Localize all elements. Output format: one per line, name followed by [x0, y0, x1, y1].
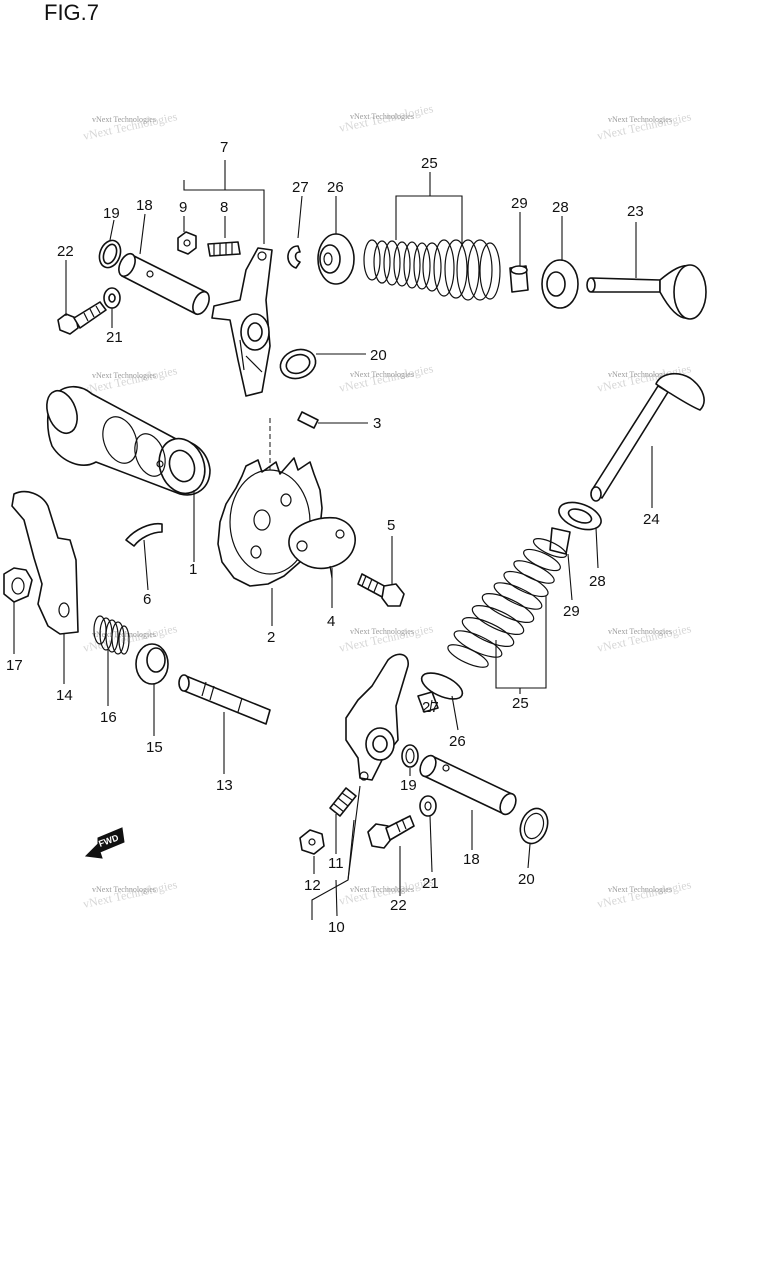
callout-17: 17	[6, 657, 23, 674]
callout-21-lower: 21	[422, 875, 439, 892]
watermark: vNext Technologies	[350, 370, 414, 379]
part-19-o-ring-upper	[98, 239, 122, 269]
callout-1: 1	[189, 561, 197, 578]
watermark: vNext Technologies	[608, 627, 672, 636]
part-10-rocker-arm-lower	[345, 653, 409, 781]
part-13-shaft	[178, 674, 271, 725]
callout-18-lower: 18	[463, 851, 480, 868]
callout-labels: 7 9 8 19 18 22 21 27 26 25 29 28 23 20 3…	[6, 139, 660, 936]
callout-26-lower: 26	[449, 733, 466, 750]
part-28-spring-seat-lower	[558, 501, 602, 531]
part-12-nut-lower	[299, 829, 325, 855]
callout-18-upper: 18	[136, 197, 153, 214]
callout-19-lower: 19	[400, 777, 417, 794]
callout-11: 11	[328, 855, 344, 872]
callout-20-lower: 20	[518, 871, 535, 888]
part-9-nut-upper	[177, 231, 197, 255]
part-15-collar	[135, 643, 169, 685]
watermark: vNext Technologies	[350, 627, 414, 636]
part-27-clip-upper	[287, 245, 301, 269]
callout-8: 8	[220, 199, 228, 216]
watermark-shadow: vNext Technologies	[82, 877, 179, 911]
part-20-o-ring-lower	[519, 807, 549, 845]
callout-14: 14	[56, 687, 73, 704]
watermark: vNext Technologies	[608, 885, 672, 894]
watermark: vNext Technologies	[608, 115, 672, 124]
part-25-valve-springs-upper	[363, 239, 501, 301]
part-20-o-ring-upper	[279, 348, 317, 380]
watermark: vNext Technologies	[92, 115, 156, 124]
part-6-key	[125, 522, 163, 547]
callout-2: 2	[267, 629, 275, 646]
callout-5: 5	[387, 517, 395, 534]
callout-25-lower: 25	[512, 695, 529, 712]
part-24-valve-lower	[590, 372, 705, 502]
part-18-rocker-shaft-lower	[419, 754, 517, 816]
part-25-valve-springs-lower	[447, 538, 568, 668]
part-22-bolt-lower	[367, 815, 415, 849]
part-4-lock-plate	[288, 516, 356, 579]
callout-29-upper: 29	[511, 195, 528, 212]
callout-15: 15	[146, 739, 163, 756]
part-29-stem-seal-upper	[509, 265, 529, 293]
fwd-arrow-icon: FWD	[84, 827, 125, 859]
leader-lines	[13, 160, 653, 920]
callout-3: 3	[373, 415, 381, 432]
part-23-valve-upper	[586, 264, 707, 320]
callout-7: 7	[220, 139, 228, 156]
callout-9: 9	[179, 199, 187, 216]
watermark: vNext Technologies	[350, 112, 414, 121]
watermark-group: vNext Technologies vNext Technologies vN…	[82, 101, 693, 911]
part-22-bolt-upper	[57, 301, 107, 335]
part-26-spring-seat-lower	[420, 672, 464, 700]
callout-21-upper: 21	[106, 329, 123, 346]
watermark-shadow: vNext Technologies	[596, 877, 693, 911]
part-3-pin	[297, 411, 319, 429]
callout-22-lower: 22	[390, 897, 407, 914]
callout-25-upper: 25	[421, 155, 438, 172]
callout-23: 23	[627, 203, 644, 220]
callout-16: 16	[100, 709, 117, 726]
watermark: vNext Technologies	[608, 370, 672, 379]
part-5-bolt	[357, 573, 405, 607]
watermark: vNext Technologies	[92, 885, 156, 894]
part-27-clip-lower	[417, 691, 439, 713]
part-29-stem-seal-lower	[549, 527, 571, 555]
callout-27-lower: 27	[422, 699, 439, 716]
part-18-rocker-shaft-upper	[118, 252, 210, 316]
callout-27-upper: 27	[292, 179, 309, 196]
part-16-spring	[93, 615, 130, 655]
callout-28-upper: 28	[552, 199, 569, 216]
part-1-camshaft	[46, 385, 211, 496]
part-28-spring-seat-upper	[541, 259, 579, 309]
callout-24: 24	[643, 511, 660, 528]
callout-28-lower: 28	[589, 573, 606, 590]
part-14-lever	[11, 490, 79, 635]
callout-6: 6	[143, 591, 151, 608]
part-19-o-ring-lower	[401, 744, 419, 768]
part-7-rocker-arm-upper	[211, 247, 273, 397]
watermark: vNext Technologies	[350, 885, 414, 894]
figure-title: FIG.7	[44, 0, 100, 25]
watermark: vNext Technologies	[92, 371, 156, 380]
part-21-washer-upper	[103, 287, 121, 309]
callout-13: 13	[216, 777, 233, 794]
callout-12: 12	[304, 877, 321, 894]
callout-4: 4	[327, 613, 335, 630]
watermark-shadow: vNext Technologies	[82, 363, 179, 397]
part-11-adjust-screw-lower	[329, 787, 357, 817]
callout-29-lower: 29	[563, 603, 580, 620]
callout-10: 10	[328, 919, 345, 936]
callout-20-upper: 20	[370, 347, 387, 364]
part-17-nut	[3, 567, 33, 603]
part-8-adjust-screw-upper	[207, 241, 241, 257]
callout-26-upper: 26	[327, 179, 344, 196]
part-21-washer-lower	[419, 795, 437, 817]
callout-22-upper: 22	[57, 243, 74, 260]
part-26-spring-seat-upper	[317, 233, 355, 285]
callout-19-upper: 19	[103, 205, 120, 222]
